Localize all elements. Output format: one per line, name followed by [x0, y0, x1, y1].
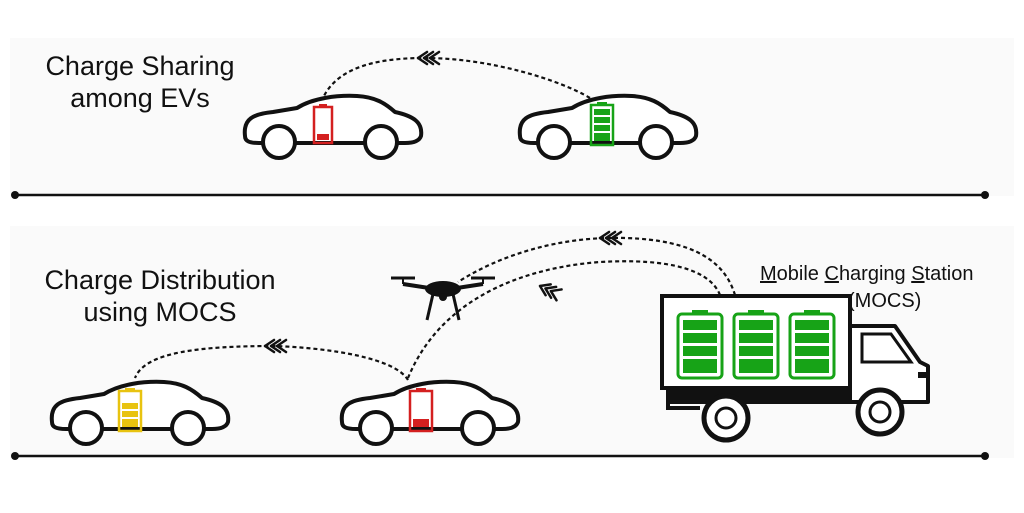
charge-distribution-label: Charge Distribution using MOCS: [18, 264, 302, 329]
drone-flow-path: [457, 236, 737, 296]
charge-sharing-line2: among EVs: [70, 83, 210, 114]
mocs-title-part: tation: [924, 263, 974, 285]
mocs-title-part: S: [911, 263, 925, 285]
battery-icon: [589, 102, 615, 147]
truck-to-car-path: [406, 260, 722, 379]
mocs-title-part: M: [760, 263, 777, 285]
mocs-title-part: C: [824, 263, 839, 285]
road-top: [11, 191, 989, 199]
battery-icon: [117, 388, 143, 433]
mocs-title-part: obile: [776, 263, 825, 285]
charge-distribution-line2: using MOCS: [83, 297, 237, 328]
battery-icon: [408, 388, 434, 433]
arrow-head-icon: [536, 279, 563, 302]
road-bottom: [11, 452, 989, 460]
battery-icon: [788, 310, 836, 380]
mocs-title: Mobile Charging Station: [760, 262, 974, 286]
charge-sharing-label: Charge Sharing among EVs: [20, 50, 260, 115]
charge-sharing-line1: Charge Sharing: [45, 51, 235, 81]
mocs-abbreviation: (MOCS): [848, 290, 922, 312]
charge-distribution-line1: Charge Distribution: [44, 265, 276, 295]
sharing-flow-path: [320, 56, 591, 101]
drone-icon: [391, 276, 495, 321]
mocs-title-part: harging: [838, 263, 912, 285]
battery-icon: [312, 104, 334, 145]
car-to-car-path: [133, 344, 409, 381]
top-panel: [10, 38, 1014, 196]
battery-icon: [732, 310, 780, 380]
battery-icon: [676, 310, 724, 380]
